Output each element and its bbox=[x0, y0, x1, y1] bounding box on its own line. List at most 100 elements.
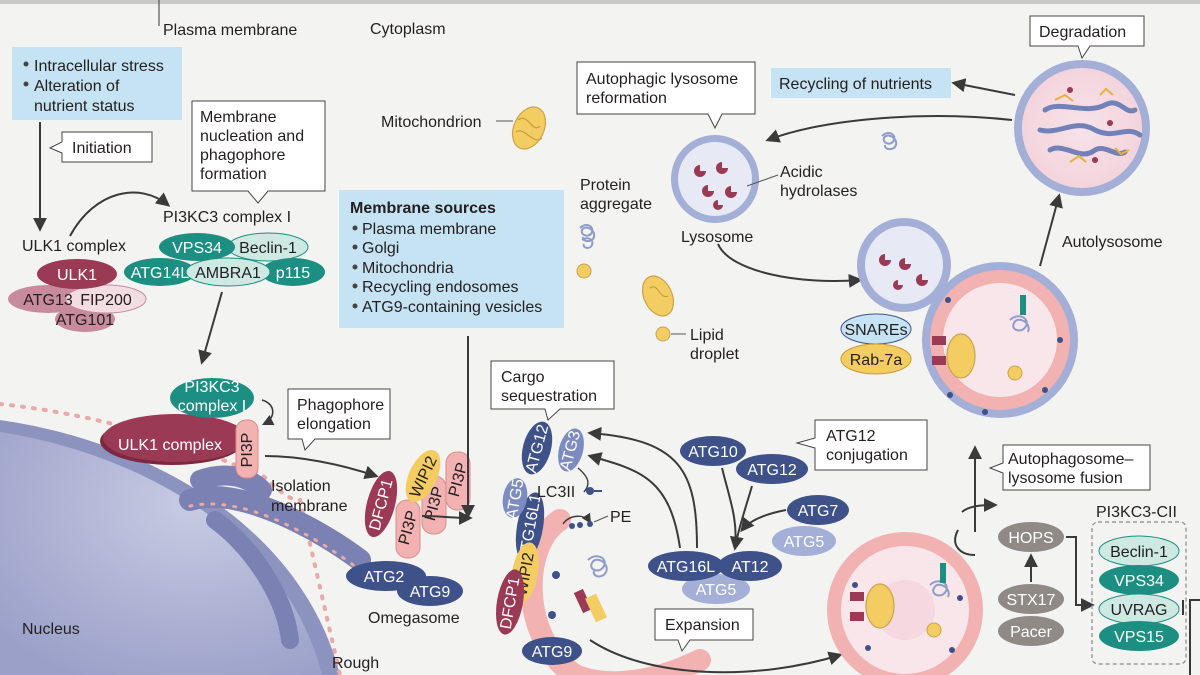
ulk1-complex: ULK1 ATG13 FIP200 ATG101 bbox=[8, 259, 147, 332]
beclin1-protein: Beclin-1 bbox=[1110, 544, 1168, 561]
beclin1-protein: Beclin-1 bbox=[239, 240, 297, 257]
ambra1-protein: AMBRA1 bbox=[195, 265, 261, 282]
ulk1-complex-protein: ULK1 complex bbox=[118, 437, 222, 454]
nucleation-line: phagophore bbox=[200, 147, 286, 164]
elongation-callout: Phagophore elongation bbox=[287, 388, 391, 452]
lysosome bbox=[671, 135, 759, 223]
autolysosome-to-lysosome-arrow bbox=[765, 115, 1013, 143]
autolysosome bbox=[1014, 60, 1150, 196]
atg7-to-atg5-arrow bbox=[740, 509, 787, 533]
atg7-protein: ATG7 bbox=[798, 503, 839, 520]
pi3kc3-down-arrow bbox=[198, 291, 223, 365]
membrane-source-item: ATG9-containing vesicles bbox=[362, 299, 542, 316]
atg16l-protein: ATG16L bbox=[657, 559, 716, 576]
atg9-protein: ATG9 bbox=[410, 584, 451, 601]
lipid-droplet-line: Lipid bbox=[690, 327, 724, 344]
atg12-conjugation-line: conjugation bbox=[826, 447, 908, 464]
plasma-membrane-label: Plasma membrane bbox=[163, 22, 297, 39]
fusion-machinery: HOPS STX17 Pacer bbox=[998, 522, 1064, 646]
initiation-callout: Initiation bbox=[48, 131, 153, 163]
membrane-source-item: Recycling endosomes bbox=[362, 279, 519, 296]
isolation-membrane-line: Isolation bbox=[271, 478, 331, 495]
hops-protein: HOPS bbox=[1008, 530, 1053, 547]
top-border bbox=[0, 0, 1200, 26]
omegasome-label: Omegasome bbox=[368, 610, 460, 627]
membrane-source-item: Mitochondria bbox=[362, 260, 454, 277]
recycling-box: Recycling of nutrients bbox=[771, 68, 951, 98]
atg13-protein: ATG13 bbox=[23, 292, 73, 309]
expansion-label: Expansion bbox=[665, 617, 740, 634]
nucleation-line: nucleation and bbox=[200, 128, 304, 145]
alr-line: reformation bbox=[586, 90, 667, 107]
recycling-label: Recycling of nutrients bbox=[779, 76, 932, 93]
atg10-to-atg12-arrow bbox=[721, 467, 737, 549]
pi3kc3-ulk1-membrane-complex: PI3KC3 complex I ULK1 complex PI3P bbox=[100, 378, 275, 479]
at12-protein: AT12 bbox=[731, 559, 768, 576]
pi3kc3-c2-complex: Beclin-1 VPS34 UVRAG VPS15 bbox=[1091, 521, 1187, 665]
lipid-droplet bbox=[655, 326, 671, 342]
recycled-aggregate-icon bbox=[881, 132, 898, 151]
atg2-protein: ATG2 bbox=[364, 569, 405, 586]
lysosome-label: Lysosome bbox=[681, 229, 753, 246]
hops-to-uvrag-arrow bbox=[1066, 536, 1095, 612]
pi3kc3-c2-label: PI3KC3-CII bbox=[1096, 504, 1177, 521]
pe-lipid-icon bbox=[569, 521, 593, 529]
atg12-conjugation-proteins: ATG10 ATG12 ATG7 ATG5 ATG5 ATG16L AT12 bbox=[648, 436, 849, 604]
atg101-protein: ATG101 bbox=[56, 312, 115, 329]
vps34-protein: VPS34 bbox=[172, 240, 222, 257]
lipid-droplet-small bbox=[576, 263, 592, 279]
fusing-vesicles: SNAREs Rab-7a bbox=[840, 218, 1078, 418]
degradation-callout: Degradation bbox=[1029, 15, 1145, 60]
pi3kc3-complex-line: complex I bbox=[178, 398, 246, 415]
snares-protein: SNAREs bbox=[844, 322, 907, 339]
atg14l-protein: ATG14L bbox=[131, 265, 190, 282]
stimulus-item: nutrient status bbox=[34, 98, 135, 115]
atg12-to-atg16l-arrow bbox=[729, 485, 753, 551]
atg12-protein: ATG12 bbox=[747, 462, 797, 479]
atg12-return-arrow bbox=[587, 426, 698, 549]
atg5-protein: ATG5 bbox=[696, 582, 737, 599]
expansion-callout: Expansion bbox=[654, 608, 754, 653]
ulk1-complex-label: ULK1 complex bbox=[22, 238, 126, 255]
p115-protein: p115 bbox=[276, 265, 311, 282]
nucleus-label: Nucleus bbox=[22, 621, 80, 638]
isolation-membrane-line: membrane bbox=[271, 498, 348, 515]
fusion-line: Autophagosome– bbox=[1008, 451, 1134, 468]
lc3ii-label: LC3II bbox=[537, 484, 575, 501]
elongation-arrow bbox=[264, 455, 379, 480]
elongation-line: Phagophore bbox=[297, 397, 384, 414]
atg5-protein: ATG5 bbox=[784, 534, 825, 551]
fip200-protein: FIP200 bbox=[80, 292, 132, 309]
mitochondrion bbox=[511, 106, 547, 150]
mitochondrion-label: Mitochondrion bbox=[381, 114, 482, 131]
atg12-conjugation-line: ATG12 bbox=[826, 428, 876, 445]
rab7a-protein: Rab-7a bbox=[850, 352, 903, 369]
stimulus-item: Alteration of bbox=[34, 78, 120, 95]
atg12-conjugation-callout: ATG12 conjugation bbox=[795, 419, 928, 471]
initiation-label: Initiation bbox=[72, 140, 132, 157]
stimuli-box: Intracellular stress Alteration of nutri… bbox=[12, 47, 182, 120]
to-hops-arrow bbox=[961, 498, 998, 513]
vps15-protein: VPS15 bbox=[1114, 629, 1164, 646]
lipid-droplet-line: droplet bbox=[690, 346, 739, 363]
pi3kc3-complex-1-label: PI3KC3 complex I bbox=[163, 209, 291, 226]
alr-line: Autophagic lysosome bbox=[586, 71, 738, 88]
protein-aggregate-icon bbox=[579, 224, 596, 249]
nucleation-line: formation bbox=[200, 166, 267, 183]
to-autolysosome-arrow bbox=[1039, 193, 1063, 267]
nucleation-callout: Membrane nucleation and phagophore forma… bbox=[191, 100, 326, 204]
expansion-arrow bbox=[589, 639, 843, 674]
cargo-line: sequestration bbox=[501, 388, 597, 405]
nucleus bbox=[0, 402, 371, 675]
mitochondrion-small bbox=[641, 275, 675, 317]
pi3p-label: PI3P bbox=[239, 433, 256, 468]
acidic-hydrolases-line: Acidic bbox=[780, 164, 823, 181]
degradation-label: Degradation bbox=[1039, 24, 1126, 41]
acidic-hydrolases-line: hydrolases bbox=[780, 183, 857, 200]
lysosome-to-fusion-arrow bbox=[717, 243, 863, 288]
membrane-sources-title: Membrane sources bbox=[350, 200, 496, 217]
uvrag-protein: UVRAG bbox=[1111, 602, 1168, 619]
cargo-line: Cargo bbox=[501, 369, 545, 386]
autolysosome-label: Autolysosome bbox=[1062, 234, 1163, 251]
elongation-line: elongation bbox=[297, 416, 371, 433]
